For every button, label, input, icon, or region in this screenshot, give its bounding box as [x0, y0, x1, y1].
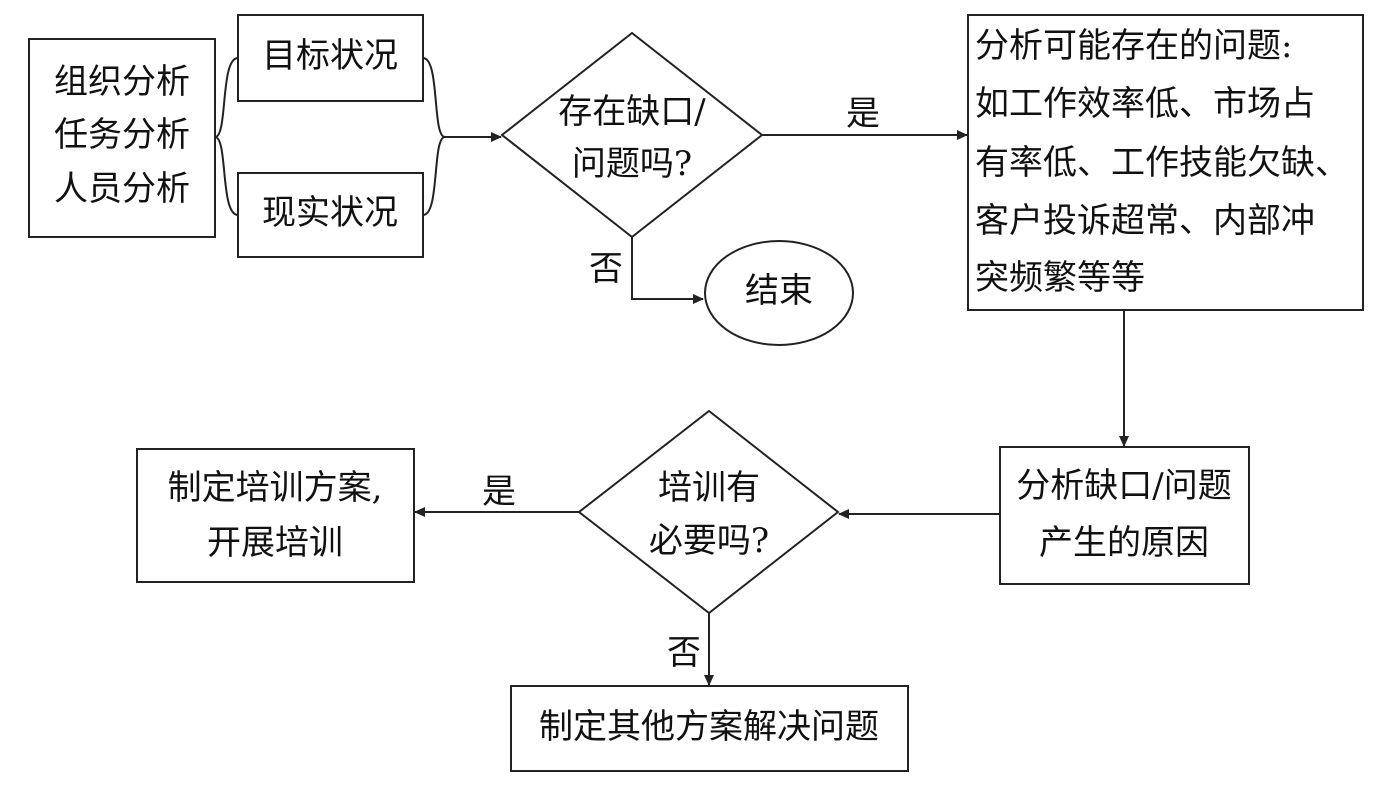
training-plan-box [136, 448, 415, 583]
problems-line-2: 如工作效率低、市场占 [975, 84, 1315, 124]
analysis-label-3: 人员分析 [54, 169, 190, 209]
gap-no-label: 否 [589, 249, 623, 289]
training-question-line-2: 必要吗? [649, 521, 769, 561]
gap-question-line-1: 存在缺口/ [558, 92, 706, 132]
target-status-box [237, 14, 424, 102]
gap-question-line-2: 问题吗? [572, 144, 692, 184]
training-no-label: 否 [667, 633, 701, 673]
gap-yes-label: 是 [846, 94, 880, 134]
end-label: 结束 [745, 271, 813, 311]
target-status-label: 目标状况 [262, 36, 398, 76]
problems-line-5: 突频繁等等 [975, 258, 1145, 298]
other-plan-box [510, 685, 909, 772]
problems-line-4: 客户投诉超常、内部冲 [975, 201, 1315, 241]
end-terminal [704, 240, 854, 346]
analysis-label-2: 任务分析 [54, 115, 190, 155]
gap-no-arrow [631, 237, 704, 304]
gap-decision-diamond [500, 31, 764, 239]
reality-status-label: 现实状况 [262, 193, 398, 233]
right-brace [422, 57, 446, 216]
problems-line-3: 有率低、工作技能欠缺、 [975, 143, 1349, 183]
training-plan-line-2: 开展培训 [207, 523, 343, 563]
problems-line-1: 分析可能存在的问题: [975, 26, 1292, 66]
analysis-box [28, 38, 216, 238]
problems-box [967, 14, 1364, 311]
reality-status-box [237, 172, 424, 258]
training-decision-diamond [577, 409, 840, 615]
training-yes-label: 是 [482, 472, 516, 512]
analysis-label-1: 组织分析 [54, 62, 190, 102]
causes-box [999, 446, 1250, 585]
causes-line-2: 产生的原因 [1039, 523, 1209, 563]
training-plan-line-1: 制定培训方案, [168, 468, 383, 508]
left-brace [214, 57, 239, 216]
causes-line-1: 分析缺口/问题 [1016, 466, 1231, 506]
other-plan-label: 制定其他方案解决问题 [539, 707, 879, 747]
training-question-line-1: 培训有 [658, 468, 760, 508]
